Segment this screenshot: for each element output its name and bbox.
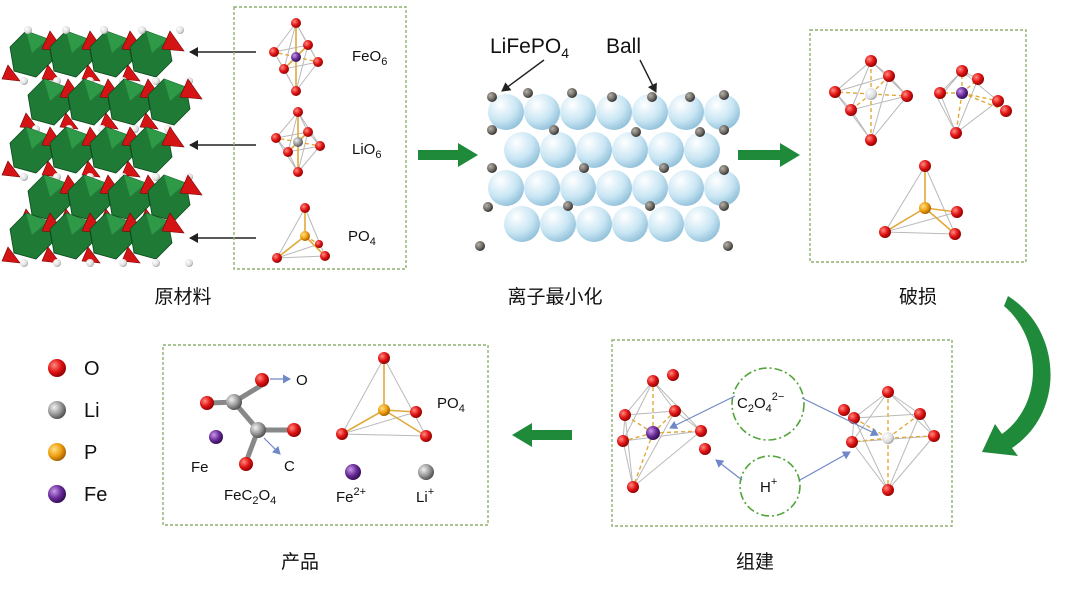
- oxalate-circle: [731, 367, 805, 441]
- polyhedra-frame: [233, 6, 407, 270]
- broken-po4: [879, 160, 963, 240]
- fec2o4-label-sub1: 2: [252, 495, 258, 507]
- process-arrow-1: [418, 143, 478, 167]
- ball-label: Ball: [606, 35, 641, 58]
- process-arrow-curved: [982, 296, 1051, 456]
- fec2o4-molecule: [200, 373, 301, 471]
- oxalate-label-charge: 2−: [772, 391, 785, 403]
- atom-legend: O LiP Fe: [48, 358, 107, 506]
- process-arrow-3: [512, 423, 572, 447]
- li-ion-label-charge: +: [428, 486, 434, 498]
- oxalate-label-sub1: 2: [748, 403, 754, 415]
- assembly-arrows: [669, 395, 879, 481]
- caption-raw-material: 原材料: [154, 286, 211, 308]
- legend-label: Li: [84, 400, 100, 422]
- process-arrow-2: [738, 143, 800, 167]
- ball-pointer-arrows: [501, 59, 657, 93]
- pointer-arrows: [189, 47, 256, 243]
- caption-assembly: 组建: [736, 551, 774, 573]
- legend-swatch: [48, 401, 66, 419]
- product-label-c: C: [284, 458, 295, 475]
- proton-circle: [739, 455, 801, 517]
- svg-text:C2O42−: C2O42−: [737, 391, 784, 415]
- product-label-fe: Fe: [191, 459, 209, 476]
- fe-ion-atom: [345, 464, 361, 480]
- legend-item: Li: [48, 400, 100, 422]
- product-po4-tetrahedron: [336, 352, 432, 442]
- legend-swatch: [48, 485, 66, 503]
- breakage-frame: [809, 29, 1027, 263]
- oxalate-label-c: C: [737, 395, 748, 412]
- lio6-label-sub: 6: [375, 149, 381, 161]
- legend-label: O: [84, 358, 100, 380]
- caption-ion-minimization: 离子最小化: [507, 286, 602, 308]
- proton-label-charge: +: [771, 476, 777, 488]
- broken-lio6: [829, 55, 913, 146]
- svg-text:H+: H+: [760, 476, 777, 496]
- svg-text:PO4: PO4: [437, 395, 465, 415]
- assembled-feo6: [617, 369, 711, 493]
- caption-breakage: 破损: [899, 286, 937, 308]
- svg-text:LiO6: LiO6: [352, 141, 381, 161]
- po4-label-sub: 4: [370, 236, 376, 248]
- fec2o4-label-a: FeC: [224, 487, 253, 504]
- ball-packing: [475, 88, 740, 251]
- lio6-octahedron: [271, 107, 325, 177]
- svg-text:Li+: Li+: [416, 486, 434, 506]
- proton-label: H: [760, 479, 771, 496]
- feo6-label-sub: 6: [381, 56, 387, 68]
- product-po4-label: PO: [437, 395, 459, 412]
- fec2o4-label-sub2: 4: [270, 495, 276, 507]
- olivine-crystal-structure: [1, 26, 203, 267]
- feo6-octahedron: [269, 18, 323, 96]
- fe-ion-label: Fe: [336, 489, 354, 506]
- svg-text:FeC2O4: FeC2O4: [224, 487, 276, 507]
- li-ion-atom: [418, 464, 434, 480]
- legend-item: Fe: [48, 484, 107, 506]
- product-pointer-arrows: [263, 374, 291, 455]
- legend-label: P: [84, 442, 97, 464]
- fec2o4-label-b: O: [258, 487, 270, 504]
- product-po4-label-sub: 4: [459, 403, 465, 415]
- assembly-frame: [611, 339, 953, 527]
- lifepo4-label: LiFePO: [490, 35, 561, 58]
- feo6-label: FeO: [352, 48, 381, 65]
- svg-text:LiFePO4: LiFePO4: [490, 35, 569, 61]
- broken-feo6: [934, 65, 1012, 139]
- product-label-o: O: [296, 372, 308, 389]
- assembled-lio6: [838, 386, 940, 496]
- oxalate-label-o: O: [754, 395, 766, 412]
- legend-item: P: [48, 442, 97, 464]
- svg-text:FeO6: FeO6: [352, 48, 387, 68]
- legend-item: O: [48, 358, 100, 380]
- legend-swatch: [48, 443, 66, 461]
- li-ion-label: Li: [416, 489, 428, 506]
- caption-product: 产品: [281, 551, 319, 573]
- legend-swatch: [48, 359, 66, 377]
- lio6-label: LiO: [352, 141, 375, 158]
- fe-ion-label-charge: 2+: [354, 486, 367, 498]
- po4-tetrahedron: [272, 203, 330, 263]
- po4-label: PO: [348, 228, 370, 245]
- lifepo4-label-sub: 4: [561, 45, 569, 61]
- svg-text:Fe2+: Fe2+: [336, 486, 366, 506]
- legend-label: Fe: [84, 484, 107, 506]
- oxalate-label-sub2: 4: [766, 403, 772, 415]
- svg-text:PO4: PO4: [348, 228, 376, 248]
- product-frame: [162, 344, 489, 526]
